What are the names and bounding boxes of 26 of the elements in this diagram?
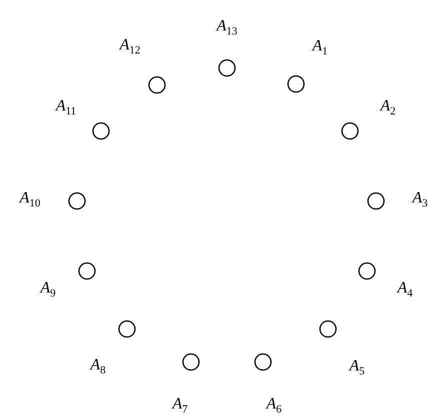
point-label: A$_{9}$ <box>40 280 56 300</box>
point-label: A$_{3}$ <box>412 190 428 210</box>
point-label: A$_{13}$ <box>216 18 238 38</box>
circle-marker <box>148 76 166 94</box>
circle-marker <box>254 353 272 371</box>
point-label: A$_{11}$ <box>56 98 76 118</box>
circle-marker <box>218 59 236 77</box>
circle-marker <box>118 320 136 338</box>
circle-marker <box>287 75 305 93</box>
point-label: A$_{2}$ <box>380 98 396 118</box>
circle-marker <box>341 122 359 140</box>
point-label: A$_{1}$ <box>312 38 328 58</box>
circle-marker <box>319 320 337 338</box>
circle-marker <box>92 122 110 140</box>
point-label: A$_{12}$ <box>120 37 140 57</box>
point-label: A$_{10}$ <box>20 190 40 210</box>
point-label: A$_{6}$ <box>266 396 282 416</box>
circle-marker <box>78 262 96 280</box>
circle-marker <box>68 192 86 210</box>
point-label: A$_{7}$ <box>172 396 188 416</box>
point-label: A$_{8}$ <box>90 357 106 377</box>
point-label: A$_{5}$ <box>349 358 365 378</box>
circle-marker <box>358 262 376 280</box>
point-label: A$_{4}$ <box>397 280 413 300</box>
circle-marker <box>182 353 200 371</box>
circle-marker <box>367 192 385 210</box>
